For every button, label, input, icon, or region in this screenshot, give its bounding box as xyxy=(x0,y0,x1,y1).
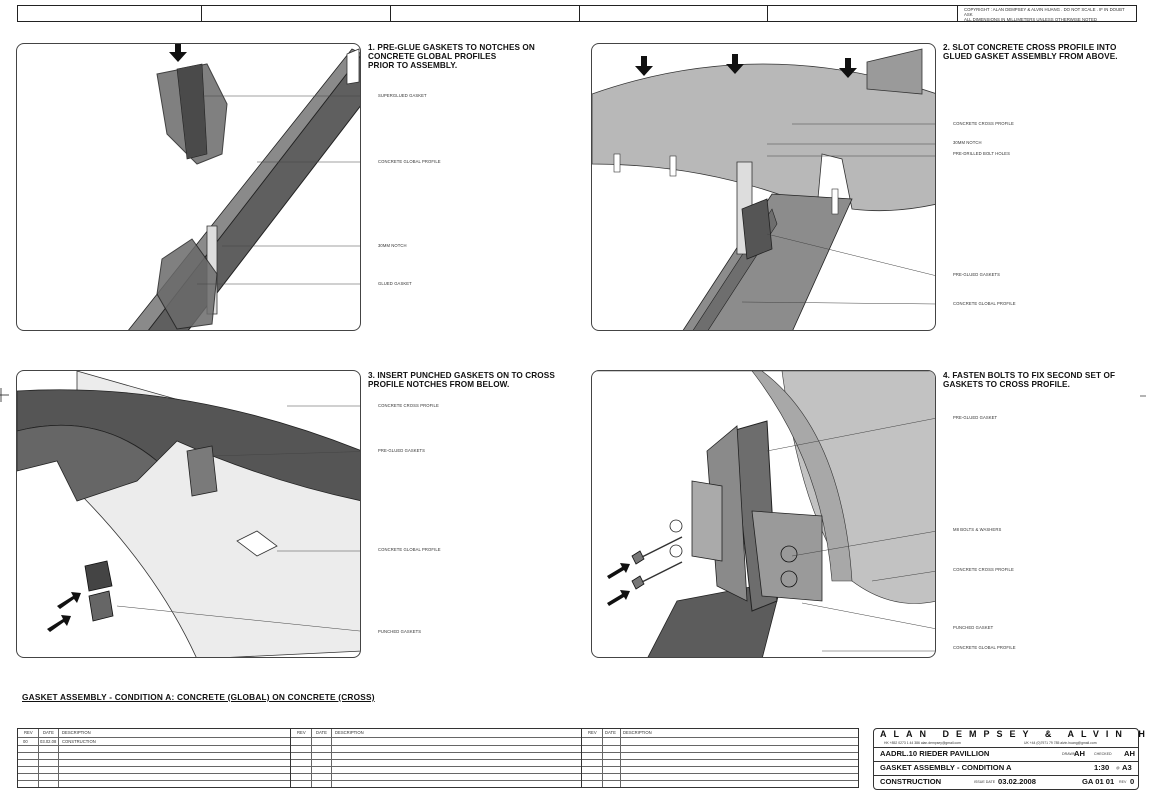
date-header: DATE xyxy=(316,730,327,735)
arrow-up-icon xyxy=(57,592,81,609)
arrow-right-icon xyxy=(607,590,630,606)
callout-label: PRE-GLUED GASKETS xyxy=(953,272,1001,277)
contact-right: UK +44 (0)7971 79 785 alvin.huang@gmail.… xyxy=(1024,741,1097,745)
copyright-note: COPYRIGHT : ALAN DEMPSEY & ALVIN HUANG .… xyxy=(964,7,1125,22)
paper-size: A3 xyxy=(1122,763,1132,772)
rev-header: REV xyxy=(297,730,306,735)
step-4-illustration xyxy=(592,371,935,657)
registration-mark xyxy=(1140,395,1146,397)
arrow-down-icon xyxy=(839,58,857,78)
step-1-panel xyxy=(16,43,361,331)
callout-label: PUNCHED GASKETS xyxy=(378,629,422,634)
checked-label: CHECKED xyxy=(1094,752,1112,756)
scale: 1:30 xyxy=(1094,763,1110,772)
revision: 0 xyxy=(1130,777,1135,786)
date-cell: 03.02.08 xyxy=(40,739,57,744)
issue-date: 03.02.2008 xyxy=(998,777,1037,786)
checked-by: AH xyxy=(1124,749,1135,758)
firm-name: ALAN DEMPSEY & ALVIN HUANG xyxy=(880,729,1149,739)
contact-left: HK +852 0273 1 44 386 alan.dempsey@gmail… xyxy=(884,741,961,745)
step-3-illustration xyxy=(17,371,360,657)
title-block: ALAN DEMPSEY & ALVIN HUANG HK +852 0273 … xyxy=(873,728,1149,790)
arrow-up-icon xyxy=(47,615,71,632)
at-sign: @ xyxy=(1116,766,1120,770)
step-1-title: 1. PRE-GLUE GASKETS TO NOTCHES ON CONCRE… xyxy=(368,43,535,70)
issue-date-label: ISSUE DATE xyxy=(974,780,996,784)
arrow-down-icon xyxy=(169,44,187,62)
rev-cell: 00 xyxy=(23,739,28,744)
callout-label: CONCRETE GLOBAL PROFILE xyxy=(378,547,441,552)
callout-label: CONCRETE GLOBAL PROFILE xyxy=(953,301,1016,306)
step-1-illustration xyxy=(128,44,360,330)
drawing-title: GASKET ASSEMBLY - CONDITION A: CONCRETE … xyxy=(22,692,375,702)
description-header: DESCRIPTION xyxy=(623,730,652,735)
arrow-right-icon xyxy=(607,563,630,579)
description-header: DESCRIPTION xyxy=(62,730,91,735)
status: CONSTRUCTION xyxy=(880,777,942,786)
step-3-panel xyxy=(16,370,361,658)
callout-label: CONCRETE CROSS PROFILE xyxy=(953,121,1014,126)
registration-mark xyxy=(0,388,9,402)
date-header: DATE xyxy=(605,730,616,735)
step-4-title: 4. FASTEN BOLTS TO FIX SECOND SET OF GAS… xyxy=(943,371,1116,389)
strip-cell xyxy=(390,6,580,21)
sheet-title: GASKET ASSEMBLY - CONDITION A xyxy=(880,763,1012,772)
callout-label: CONCRETE GLOBAL PROFILE xyxy=(378,159,441,164)
arrow-down-icon xyxy=(635,56,653,76)
drawn-by: AH xyxy=(1074,749,1085,758)
step-4-panel xyxy=(591,370,936,658)
strip-cell xyxy=(579,6,768,21)
callout-label: PRE-GLUED GASKETS xyxy=(378,448,426,453)
strip-cell xyxy=(767,6,958,21)
strip-cell xyxy=(201,6,391,21)
callout-label: CONCRETE CROSS PROFILE xyxy=(378,403,439,408)
callout-label: PUNCHED GASKET xyxy=(953,625,994,630)
callout-label: SUPERGLUED GASKET xyxy=(378,93,427,98)
top-info-strip: COPYRIGHT : ALAN DEMPSEY & ALVIN HUANG .… xyxy=(17,5,1137,22)
revision-table-1: REV DATE DESCRIPTION 00 03.02.08 CONSTRU… xyxy=(17,728,291,788)
rev-label: REV xyxy=(1119,780,1127,784)
callout-label: M8 BOLTS & WASHERS xyxy=(953,527,1002,532)
revision-table-2: REV DATE DESCRIPTION xyxy=(290,728,582,788)
callout-label: CONCRETE CROSS PROFILE xyxy=(953,567,1014,572)
callout-label: CONCRETE GLOBAL PROFILE xyxy=(953,645,1016,650)
step-2-illustration xyxy=(592,48,935,330)
rev-header: REV xyxy=(24,730,33,735)
description-header: DESCRIPTION xyxy=(335,730,364,735)
step-3-title: 3. INSERT PUNCHED GASKETS ON TO CROSS PR… xyxy=(368,371,555,389)
step-2-panel xyxy=(591,43,936,331)
callout-label: PRE-DRILLED BOLT HOLES xyxy=(953,151,1010,156)
callout-label: GLUED GASKET xyxy=(378,281,412,286)
arrow-down-icon xyxy=(726,54,744,74)
date-header: DATE xyxy=(43,730,54,735)
drawing-number: GA 01 01 xyxy=(1082,777,1115,786)
callout-label: PRE-GLUED GASKET xyxy=(953,415,998,420)
drawn-label: DRAWN xyxy=(1062,752,1076,756)
revision-table-3: REV DATE DESCRIPTION xyxy=(581,728,859,788)
rev-header: REV xyxy=(588,730,597,735)
callout-label: 30MM NOTCH xyxy=(378,243,407,248)
project-name: AADRL.10 RIEDER PAVILLION xyxy=(880,749,990,758)
step-2-title: 2. SLOT CONCRETE CROSS PROFILE INTO GLUE… xyxy=(943,43,1118,61)
callout-label: 30MM NOTCH xyxy=(953,140,982,145)
description-cell: CONSTRUCTION xyxy=(62,739,96,744)
strip-cell xyxy=(18,6,202,21)
